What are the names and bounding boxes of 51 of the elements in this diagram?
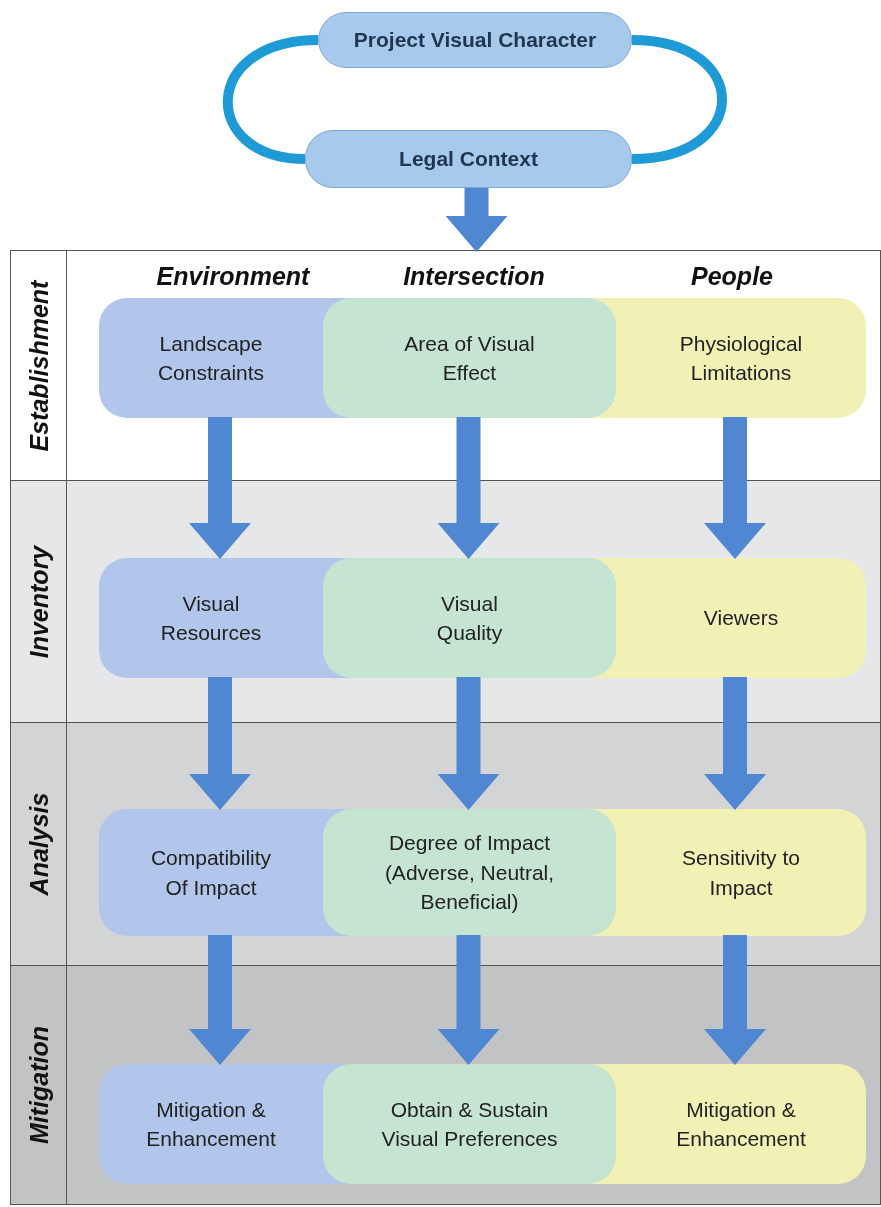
stage-band	[10, 480, 881, 723]
process-box	[99, 298, 323, 418]
arrow	[437, 677, 500, 810]
stage-band	[10, 250, 881, 481]
arrow	[704, 677, 766, 810]
process-box	[323, 1064, 616, 1184]
arrow	[437, 935, 500, 1065]
stage-title: Inventory	[24, 545, 54, 658]
box-label: Project Visual Character	[353, 27, 597, 54]
arrow	[704, 417, 766, 559]
process-box	[99, 1064, 323, 1184]
arrow	[189, 677, 251, 810]
process-box	[616, 558, 866, 678]
context-box	[305, 130, 632, 188]
connector-line	[631, 35, 727, 164]
process-box	[99, 558, 323, 678]
box-label: Mitigation & Enhancement	[145, 1096, 277, 1152]
box-label: Sensitivity to Impact	[681, 845, 801, 901]
arrow	[437, 417, 500, 559]
box-label: Physiological Limitations	[678, 330, 804, 386]
box-label: Area of Visual Effect	[403, 330, 536, 386]
stage-title: Analysis	[24, 792, 54, 896]
connector-line	[223, 35, 319, 164]
process-box	[616, 1064, 866, 1184]
box-label: Legal Context	[399, 146, 538, 173]
process-box	[323, 298, 616, 418]
box-label: Viewers	[703, 605, 779, 632]
context-box	[318, 12, 632, 68]
column-heading: People	[691, 262, 773, 291]
box-label: Visual Resources	[159, 590, 263, 646]
box-label: Obtain & Sustain Visual Preferences	[380, 1096, 559, 1152]
stage-band	[10, 965, 881, 1205]
process-box	[616, 809, 866, 936]
box-label: Visual Quality	[435, 590, 504, 646]
arrow	[189, 935, 251, 1065]
process-box	[99, 809, 323, 936]
stage-band	[10, 722, 881, 966]
process-box	[616, 298, 866, 418]
arrow	[189, 417, 251, 559]
box-label: Mitigation & Enhancement	[675, 1096, 807, 1152]
stage-title: Mitigation	[24, 1026, 54, 1144]
box-label: Degree of Impact (Adverse, Neutral, Beneficial)	[383, 830, 556, 916]
column-heading: Intersection	[403, 262, 545, 291]
box-label: Landscape Constraints	[156, 330, 266, 386]
stage-title: Establishment	[24, 280, 54, 451]
process-box	[323, 809, 616, 936]
arrow	[704, 935, 766, 1065]
column-heading: Environment	[156, 262, 310, 291]
box-label: Compatibility Of Impact	[149, 845, 273, 901]
arrow	[445, 188, 508, 252]
process-box	[323, 558, 616, 678]
